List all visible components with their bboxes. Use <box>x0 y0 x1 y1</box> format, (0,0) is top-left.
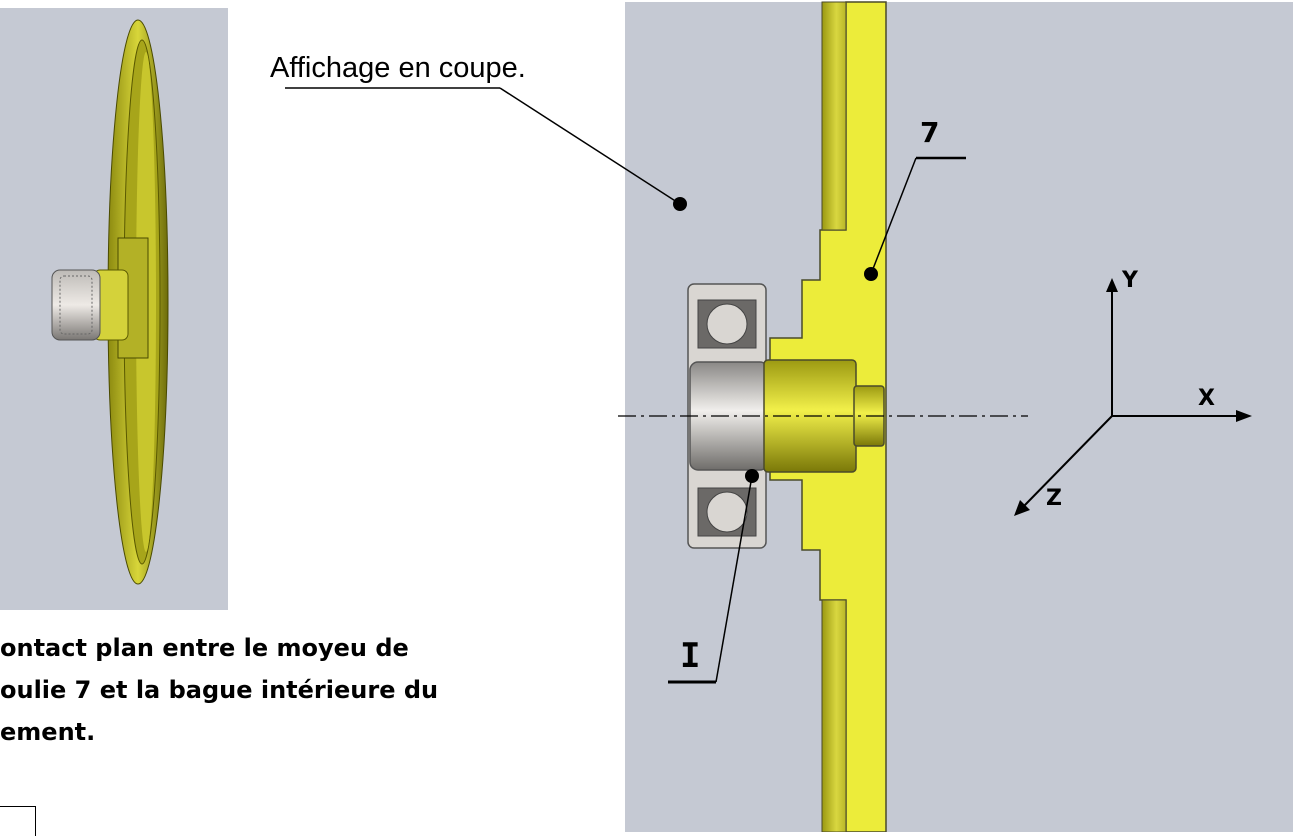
section-view-label: Affichage en coupe. <box>270 52 526 84</box>
caption-line-1: ontact plan entre le moyeu de <box>0 634 409 662</box>
axis-triad <box>1014 278 1252 516</box>
section-label-leader <box>499 87 681 205</box>
point-i-leader <box>715 475 753 683</box>
axis-x-label: X <box>1198 386 1215 411</box>
caption-line-2: oulie 7 et la bague intérieure du <box>0 676 439 704</box>
part7-dot <box>864 267 878 281</box>
axis-y-label: Y <box>1122 268 1138 293</box>
checkbox-box <box>0 806 36 836</box>
point-i-dot <box>745 469 759 483</box>
axis-z-label: Z <box>1046 486 1062 511</box>
part7-leader <box>870 157 917 275</box>
section-label-dot <box>673 197 687 211</box>
point-i-label: I <box>680 636 701 676</box>
caption-line-3: ement. <box>0 718 96 746</box>
pulley-3d-drawing <box>51 19 169 585</box>
pulley-3d-view <box>0 8 228 610</box>
part-7-label: 7 <box>920 116 940 149</box>
